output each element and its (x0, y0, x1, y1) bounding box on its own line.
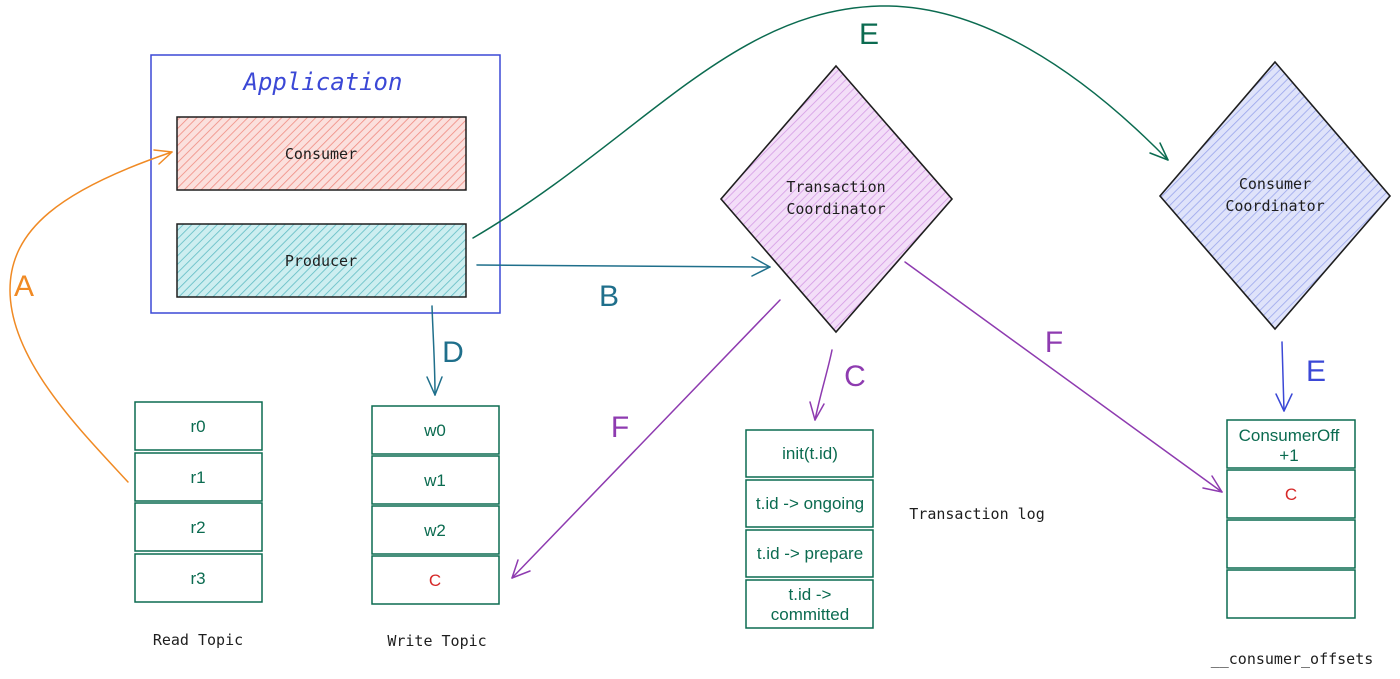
svg-text:committed: committed (771, 605, 849, 624)
svg-text:t.id ->: t.id -> (789, 585, 832, 604)
svg-text:w2: w2 (423, 521, 446, 540)
read-topic-cell: r1 (134, 452, 263, 502)
consumer-box: Consumer (176, 116, 467, 191)
consumer-offsets-cell: C (1226, 469, 1356, 519)
transaction-coordinator: Transaction Coordinator (719, 64, 954, 334)
arrow-e-top-label: E (859, 18, 879, 51)
svg-text:w0: w0 (423, 421, 446, 440)
consumer-offsets-caption: __consumer_offsets (1211, 650, 1374, 668)
svg-text:w1: w1 (423, 471, 446, 490)
svg-text:+1: +1 (1279, 446, 1298, 465)
transaction-coordinator-line1: Transaction (786, 178, 885, 196)
application-title: Application (242, 68, 403, 96)
svg-text:C: C (1285, 485, 1297, 504)
write-topic-cell: w0 (371, 405, 500, 455)
transaction-log: init(t.id) t.id -> ongoing t.id -> prepa… (745, 429, 1045, 629)
arrow-e-right (1275, 341, 1293, 412)
arrow-c (809, 349, 833, 421)
consumer-offsets: ConsumerOff +1 C __consumer_offsets (1211, 419, 1374, 668)
consumer-label: Consumer (285, 145, 357, 163)
write-topic-cell: w1 (371, 455, 500, 505)
arrow-d-label: D (442, 336, 464, 369)
svg-text:r2: r2 (190, 518, 205, 537)
write-topic-cell: w2 (371, 505, 500, 555)
svg-text:t.id -> ongoing: t.id -> ongoing (756, 494, 864, 513)
transaction-log-cell: t.id -> ongoing (745, 479, 874, 528)
read-topic-cell: r2 (134, 502, 263, 552)
svg-text:r3: r3 (190, 569, 205, 588)
read-topic-caption: Read Topic (153, 631, 243, 649)
consumer-coordinator-line2: Coordinator (1225, 197, 1324, 215)
write-topic-cell: C (371, 555, 500, 605)
arrow-f-left-label: F (611, 411, 629, 444)
svg-text:r0: r0 (190, 417, 205, 436)
write-topic-caption: Write Topic (387, 632, 486, 650)
read-topic-cell: r3 (134, 553, 263, 603)
transaction-log-cell: t.id -> committed (745, 579, 874, 629)
arrow-e-top (472, 5, 1169, 239)
svg-text:C: C (429, 571, 441, 590)
arrow-a (9, 149, 173, 483)
producer-box: Producer (176, 223, 467, 298)
write-topic: w0 w1 w2 C Write Topic (371, 405, 500, 650)
transaction-log-caption: Transaction log (909, 505, 1044, 523)
svg-text:ConsumerOff: ConsumerOff (1239, 426, 1340, 445)
arrow-c-label: C (844, 360, 866, 393)
arrow-b-label: B (599, 280, 619, 313)
consumer-coordinator-line1: Consumer (1239, 175, 1311, 193)
consumer-coordinator: Consumer Coordinator (1158, 60, 1392, 331)
transaction-log-cell: init(t.id) (745, 429, 874, 478)
read-topic: r0 r1 r2 r3 Read Topic (134, 401, 263, 649)
transaction-coordinator-line2: Coordinator (786, 200, 885, 218)
arrow-e-right-label: E (1306, 355, 1326, 388)
consumer-offsets-cell (1226, 569, 1356, 619)
arrow-f-right-label: F (1045, 326, 1063, 359)
svg-text:init(t.id): init(t.id) (782, 444, 838, 463)
svg-text:r1: r1 (190, 468, 205, 487)
consumer-offsets-cell: ConsumerOff +1 (1226, 419, 1356, 469)
application-box: Application Consumer Producer (150, 54, 501, 314)
producer-label: Producer (285, 252, 357, 270)
arrow-f-right (904, 261, 1223, 493)
arrow-b (476, 256, 771, 277)
arrow-f-left (511, 299, 781, 579)
svg-text:t.id -> prepare: t.id -> prepare (757, 544, 863, 563)
transaction-log-cell: t.id -> prepare (745, 529, 874, 578)
consumer-offsets-cell (1226, 519, 1356, 569)
read-topic-cell: r0 (134, 401, 263, 451)
arrow-a-label: A (14, 270, 34, 303)
arrow-d (426, 305, 443, 396)
